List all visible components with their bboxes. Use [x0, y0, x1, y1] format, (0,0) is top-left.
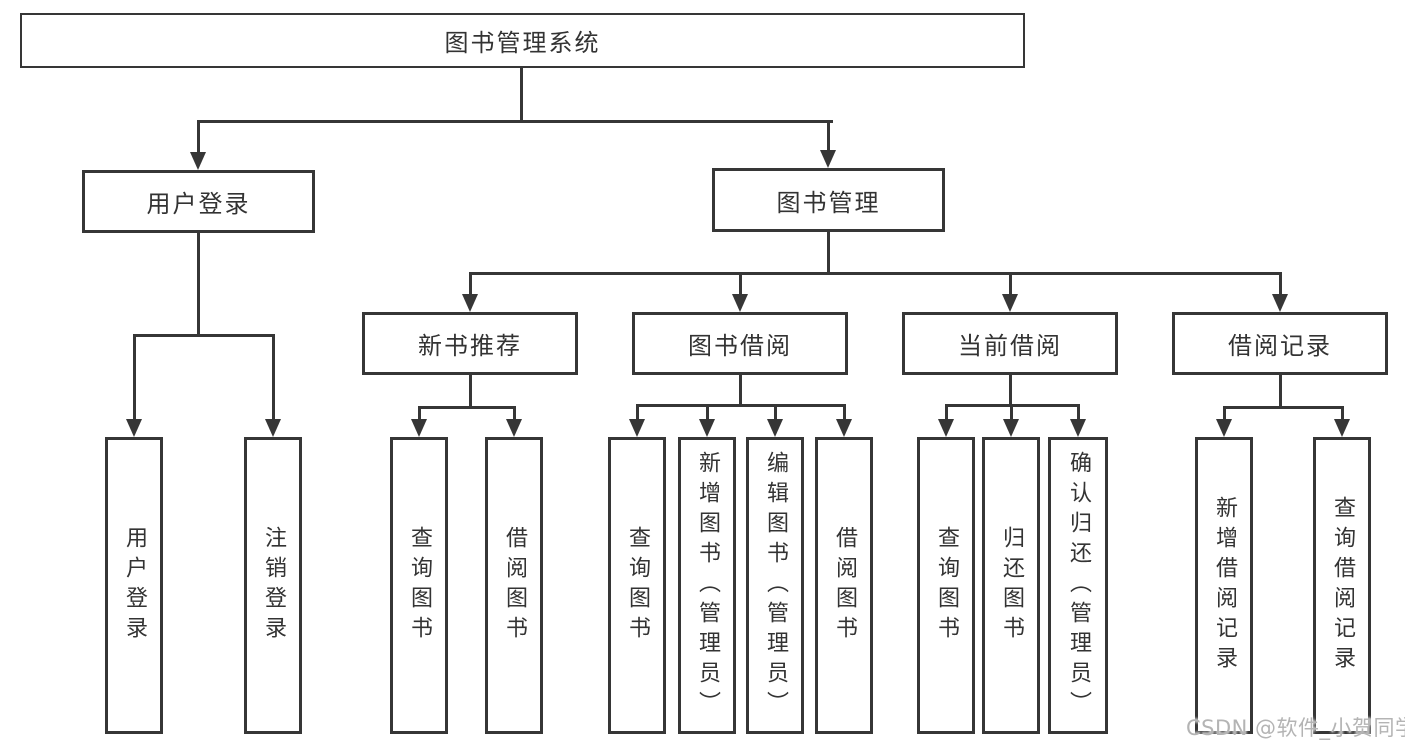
- connector-line: [1278, 375, 1282, 408]
- connector-line: [738, 272, 742, 296]
- connector-line: [827, 120, 830, 152]
- connector-line: [635, 404, 639, 421]
- connector-line: [196, 120, 833, 123]
- node-leaf-query-books-current: 查询图书: [917, 437, 975, 734]
- arrow-down-icon: [1334, 419, 1350, 437]
- arrow-down-icon: [1002, 294, 1018, 312]
- arrow-down-icon: [411, 419, 427, 437]
- connector-line: [773, 404, 777, 421]
- arrow-down-icon: [732, 294, 748, 312]
- node-leaf-borrow-books: 借阅图书: [815, 437, 873, 734]
- arrow-down-icon: [462, 294, 478, 312]
- arrow-down-icon: [1216, 419, 1232, 437]
- watermark: CSDN @软件_小贺同学: [1186, 716, 1405, 740]
- node-leaf-user-login: 用户登录: [105, 437, 163, 734]
- connector-line: [1008, 272, 1012, 296]
- connector-line: [196, 120, 200, 154]
- connector-line: [417, 406, 421, 421]
- connector-line: [512, 406, 516, 421]
- connector-line: [132, 334, 136, 420]
- connector-line: [1009, 404, 1013, 421]
- node-leaf-edit-books-admin: 编辑图书（管理员）: [746, 437, 804, 734]
- connector-line: [705, 404, 709, 421]
- arrow-down-icon: [1070, 419, 1086, 437]
- connector-line: [196, 233, 200, 337]
- connector-line: [842, 404, 846, 421]
- node-leaf-add-borrow-record: 新增借阅记录: [1195, 437, 1253, 734]
- node-library-system: 图书管理系统: [20, 13, 1025, 68]
- arrow-down-icon: [1272, 294, 1288, 312]
- connector-line: [1340, 406, 1344, 421]
- connector-line: [1008, 375, 1012, 406]
- connector-line: [1076, 404, 1080, 421]
- connector-line: [132, 334, 275, 337]
- node-leaf-confirm-return-admin: 确认归还（管理员）: [1048, 437, 1108, 734]
- arrow-down-icon: [265, 419, 281, 437]
- arrow-down-icon: [629, 419, 645, 437]
- connector-line: [519, 68, 523, 122]
- arrow-down-icon: [836, 419, 852, 437]
- connector-line: [417, 406, 516, 409]
- arrow-down-icon: [126, 419, 142, 437]
- connector-line: [738, 375, 742, 406]
- connector-line: [1222, 406, 1226, 421]
- node-user-login: 用户登录: [82, 170, 315, 233]
- connector-line: [944, 404, 948, 421]
- node-new-book-recommend: 新书推荐: [362, 312, 578, 375]
- node-leaf-query-books-recommend: 查询图书: [390, 437, 448, 734]
- connector-line: [1222, 406, 1344, 409]
- node-book-borrowing: 图书借阅: [632, 312, 848, 375]
- connector-line: [468, 272, 472, 296]
- node-borrow-records: 借阅记录: [1172, 312, 1388, 375]
- connector-line: [271, 334, 275, 420]
- node-leaf-return-books: 归还图书: [982, 437, 1040, 734]
- connector-line: [635, 404, 846, 407]
- node-current-borrowing: 当前借阅: [902, 312, 1118, 375]
- connector-line: [468, 272, 1282, 275]
- arrow-down-icon: [506, 419, 522, 437]
- arrow-down-icon: [820, 150, 836, 168]
- connector-line: [827, 232, 830, 275]
- node-book-management: 图书管理: [712, 168, 945, 232]
- arrow-down-icon: [767, 419, 783, 437]
- node-leaf-query-borrow-record: 查询借阅记录: [1313, 437, 1371, 734]
- connector-line: [1278, 272, 1282, 296]
- arrow-down-icon: [699, 419, 715, 437]
- arrow-down-icon: [938, 419, 954, 437]
- node-leaf-add-books-admin: 新增图书（管理员）: [678, 437, 736, 734]
- arrow-down-icon: [1003, 419, 1019, 437]
- node-leaf-borrow-books-recommend: 借阅图书: [485, 437, 543, 734]
- connector-line: [468, 375, 472, 408]
- node-leaf-logout: 注销登录: [244, 437, 302, 734]
- node-leaf-query-books-borrowing: 查询图书: [608, 437, 666, 734]
- arrow-down-icon: [190, 152, 206, 170]
